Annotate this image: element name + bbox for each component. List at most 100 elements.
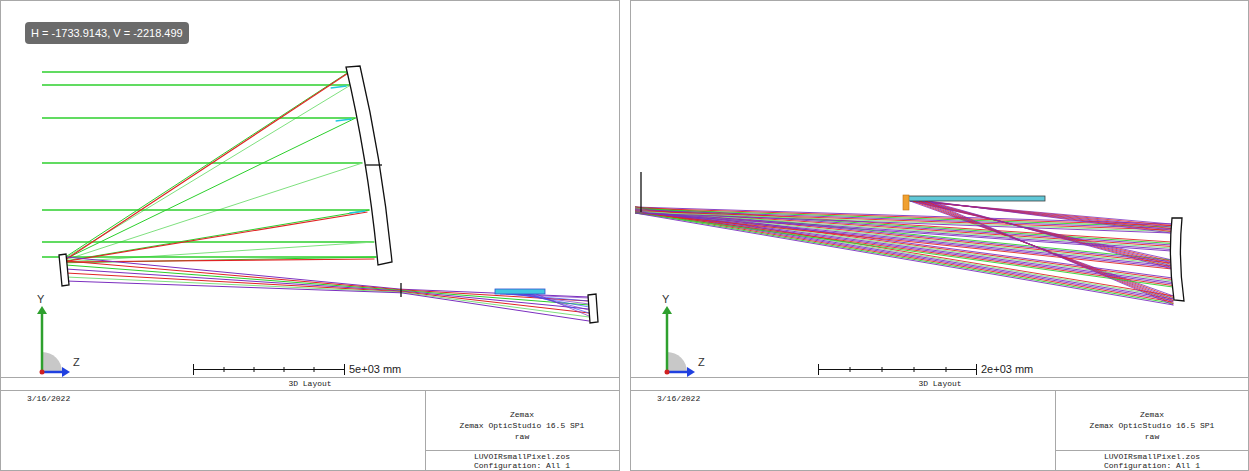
axis-label: Y [662, 293, 669, 305]
arrow-head [37, 306, 47, 314]
plot-title: 3D Layout [288, 379, 331, 388]
scale-label: 2e+03 mm [981, 363, 1033, 375]
scale-tick [976, 364, 977, 375]
arrow-head [662, 306, 672, 314]
ray [928, 201, 1171, 233]
ray [42, 84, 351, 86]
ray [635, 213, 1173, 305]
plot-title: 3D Layout [918, 379, 961, 388]
optics [59, 66, 1184, 323]
program-cell: raw [1145, 432, 1159, 441]
ray [331, 86, 347, 88]
ray [518, 294, 589, 307]
scale-tick [818, 364, 819, 375]
panel-frame [1, 1, 620, 471]
axis-label: Z [698, 356, 705, 368]
detector-block [905, 196, 1045, 201]
ray [536, 294, 589, 316]
scale-tick [314, 367, 315, 372]
ray [635, 207, 1172, 260]
primary-mirror [346, 66, 392, 265]
arrow-head [62, 367, 70, 377]
config-cell: Configuration: All 1 [474, 461, 570, 470]
ray [42, 117, 356, 119]
program-cell: Zemax [1140, 410, 1164, 419]
frame-line [0, 377, 620, 378]
ray [635, 212, 1172, 250]
ray [64, 72, 349, 258]
ray [42, 209, 369, 211]
tertiary-mirror [588, 294, 598, 323]
detector-end [903, 195, 909, 210]
mirror-seam [366, 164, 382, 165]
program-cell: Zemax OpticStudio 16.5 SP1 [1090, 421, 1215, 430]
field-stop [640, 172, 641, 212]
arrow-head [687, 367, 695, 377]
ray [635, 211, 1173, 302]
ray [62, 212, 367, 262]
scale-bars [193, 364, 977, 375]
ray [928, 201, 1173, 305]
scale-tick [284, 367, 285, 372]
ray [635, 213, 1173, 287]
ray [42, 162, 362, 164]
ray [635, 213, 1171, 233]
scale-tick [224, 367, 225, 372]
frame-line [1055, 390, 1056, 471]
detectors [495, 195, 1045, 294]
ray [635, 211, 1172, 248]
scale-tick [946, 367, 947, 372]
ray [349, 211, 365, 213]
scale-bar [818, 369, 977, 370]
scale-tick [193, 364, 194, 375]
config-cell: Configuration: All 1 [1104, 461, 1200, 470]
z-axis-arrow [667, 371, 689, 374]
ray [635, 213, 1172, 251]
file-cell: LUVOIRsmallPixel.zos [474, 452, 570, 461]
ray [66, 277, 401, 292]
y-axis-arrow [666, 310, 669, 372]
axis-label: Y [37, 293, 44, 305]
mirror [1170, 218, 1184, 301]
ray [635, 212, 1173, 304]
detector-block [495, 289, 545, 294]
frame-line [425, 450, 620, 451]
ray [66, 281, 401, 293]
axis-arc [42, 352, 62, 372]
ray [524, 294, 589, 310]
program-cell: Zemax OpticStudio 16.5 SP1 [460, 421, 585, 430]
z-axis-arrow [42, 371, 64, 374]
scale-tick [344, 364, 345, 375]
program-cell: Zemax [510, 410, 534, 419]
ray-fans [42, 72, 1173, 321]
frame-line [630, 390, 1249, 391]
scale-tick [254, 367, 255, 372]
focus-stop [400, 283, 401, 297]
axis-origin [665, 370, 670, 375]
frame-line [1055, 450, 1249, 451]
date-cell: 3/16/2022 [657, 394, 700, 403]
coordinate-readout: H = -1733.9143, V = -2218.499 [25, 22, 189, 44]
axis-arc [667, 352, 687, 372]
ray [401, 290, 589, 301]
ray [635, 212, 1173, 286]
panel-frame [631, 1, 1249, 471]
ray [635, 213, 1172, 269]
axis-icons [37, 306, 695, 377]
ray [635, 210, 1173, 301]
frame-line [425, 390, 426, 471]
secondary-mirror [59, 254, 69, 286]
scale-tick [914, 367, 915, 372]
scale-bar [193, 369, 345, 370]
ray [64, 210, 369, 261]
ray [336, 119, 352, 121]
ray [401, 293, 589, 321]
ray [66, 269, 401, 291]
axis-label: Z [73, 356, 80, 368]
y-axis-arrow [41, 310, 44, 372]
program-cell: raw [515, 432, 529, 441]
ray [401, 292, 589, 313]
scale-tick [882, 367, 883, 372]
